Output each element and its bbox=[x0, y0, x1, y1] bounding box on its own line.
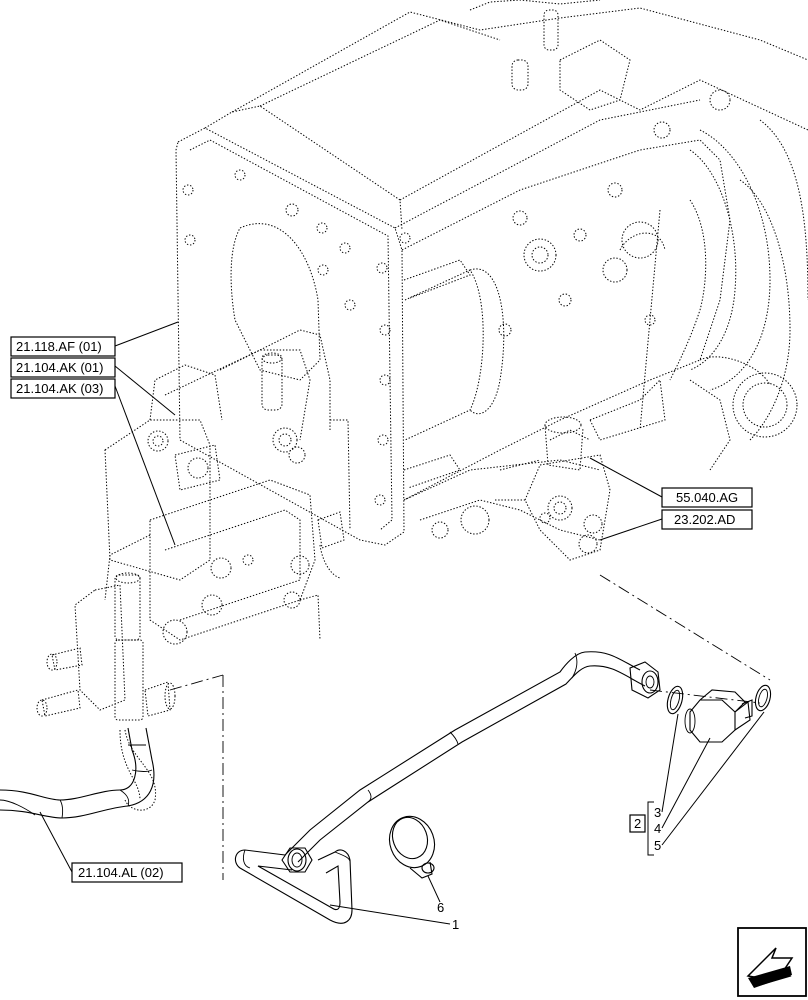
callout-5: 5 bbox=[654, 838, 661, 853]
reference-21-104-al-02[interactable]: 21.104.AL (02) bbox=[71, 862, 183, 883]
assembly-lines bbox=[169, 574, 771, 880]
reference-label: 23.202.AD bbox=[674, 512, 735, 527]
remote-valve-stack bbox=[36, 329, 351, 811]
reference-label: 21.104.AL (02) bbox=[78, 865, 164, 880]
reference-21-104-ak-01[interactable]: 21.104.AK (01) bbox=[10, 357, 116, 378]
reference-label: 21.118.AF (01) bbox=[16, 339, 102, 354]
callout-1: 1 bbox=[452, 917, 459, 932]
o-ring-part-5 bbox=[754, 684, 772, 712]
callout-3: 3 bbox=[654, 805, 661, 820]
reference-label: 55.040.AG bbox=[676, 490, 738, 505]
return-hose bbox=[0, 727, 155, 819]
o-ring-part-3 bbox=[666, 685, 684, 715]
hydraulic-tube-part-1 bbox=[234, 651, 661, 924]
callout-2: 2 bbox=[634, 816, 641, 831]
reference-label: 21.104.AK (03) bbox=[16, 381, 103, 396]
leader-lines bbox=[39, 321, 765, 925]
next-page-arrow-icon[interactable] bbox=[737, 927, 807, 997]
callout-6: 6 bbox=[437, 900, 444, 915]
reference-23-202-ad[interactable]: 23.202.AD bbox=[661, 509, 753, 530]
transmission-housing bbox=[175, 0, 808, 546]
elbow-fitting-part-4 bbox=[684, 689, 753, 743]
callout-4: 4 bbox=[654, 821, 661, 836]
pressure-sensor-assembly bbox=[495, 416, 611, 561]
callout-kit-2: 2 bbox=[629, 801, 654, 856]
reference-21-104-ak-03[interactable]: 21.104.AK (03) bbox=[10, 378, 116, 399]
reference-label: 21.104.AK (01) bbox=[16, 360, 103, 375]
hose-clamp-part-6 bbox=[388, 815, 436, 879]
reference-21-118-af-01[interactable]: 21.118.AF (01) bbox=[10, 336, 116, 357]
reference-55-040-ag[interactable]: 55.040.AG bbox=[661, 487, 753, 508]
